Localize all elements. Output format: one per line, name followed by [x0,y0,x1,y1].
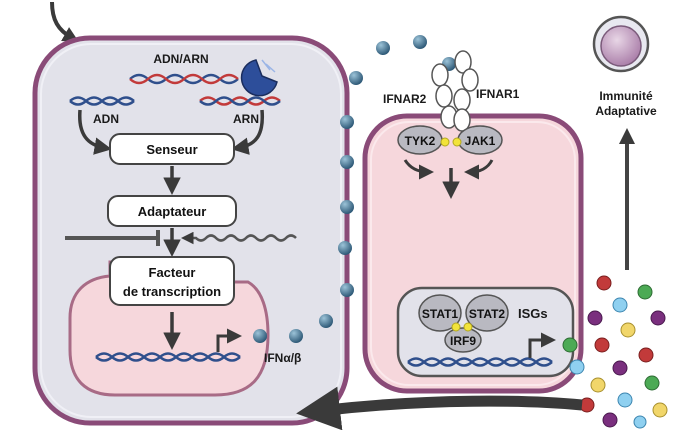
stat2-label: STAT2 [469,307,506,321]
irf9-protein [444,327,482,353]
adaptateur-label: Adaptateur [138,204,207,219]
viral-signal-wavy-arrow [181,231,297,245]
arn-label: ARN [233,112,259,126]
stat2-protein [465,294,509,332]
stat1-protein [418,294,462,332]
phospho-dot [452,137,462,147]
ifn-particles [253,35,456,343]
transcription-start-arrow [216,328,242,352]
stat1-label: STAT1 [422,307,459,321]
arn-to-senseur-arrow [231,109,265,155]
phospho-dot [440,137,450,147]
adn-label: ADN [93,112,119,126]
ifnar1-label: IFNAR1 [476,87,520,101]
ifnar2-label: IFNAR2 [383,92,427,106]
feedback-arrow [296,386,583,430]
nuclease-icon [240,59,278,97]
senseur-box [109,133,235,165]
ifn-label: IFNα/β [264,351,301,365]
adn-to-senseur-arrow [78,109,112,155]
adaptive-immune-cell-icon [592,15,650,73]
adn-arn-label: ADN/ARN [153,52,208,66]
jak1-label: JAK1 [465,134,496,148]
senseur-label: Senseur [146,142,197,157]
rna-helix-right [199,96,281,106]
phospho-dot [451,322,461,332]
facteur-transcription-box [109,256,235,306]
cytokine-particles [562,275,668,429]
immunite-label-line2: Adaptative [595,104,657,118]
phospho-dot [463,322,473,332]
facteur-label-line1: Facteur [149,265,196,280]
isg-transcription-arrow [528,332,556,358]
kinase-right-curve-arrow [464,159,494,180]
nucleus-dna-right [407,357,553,367]
nucleus-dna-left [95,352,241,362]
viral-dna-rna-helix [129,73,239,85]
tyk2-label: TYK2 [405,134,436,148]
kinase-left-curve-arrow [403,159,434,180]
irf9-label: IRF9 [450,334,476,348]
dna-helix-left [69,96,135,106]
immunite-label-line1: Immunité [599,89,653,103]
facteur-label-line2: de transcription [123,284,221,299]
inhibition-bar [65,230,160,246]
isgs-label: ISGs [518,306,548,321]
ifnar-receptor [431,50,479,132]
adaptateur-box [107,195,237,227]
pathogen-entry-arrow [50,1,79,42]
